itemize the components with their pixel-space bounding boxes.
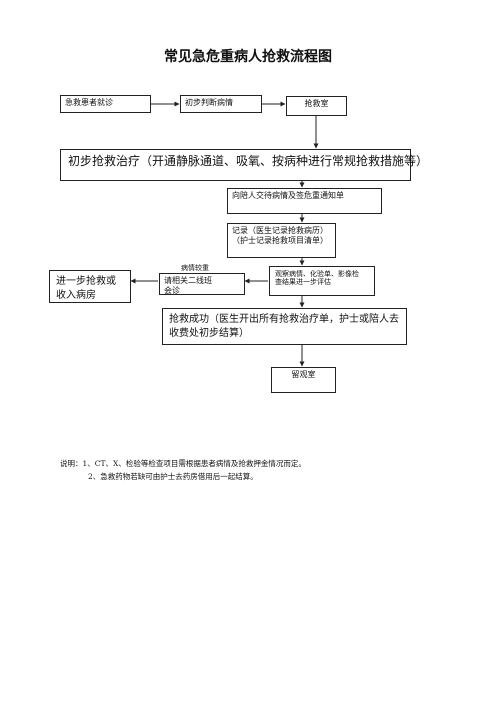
box-rescue-success: 抢救成功（医生开出所有抢救治疗单，护士或陪人去 收费处初步结算）: [162, 308, 407, 345]
box-consultation: 请相关二线班 会诊: [159, 273, 245, 295]
box-emergency-visit: 急救患者就诊: [60, 95, 151, 113]
box-rescue-room: 抢救室: [286, 96, 347, 116]
box-records: 记录（医生记录抢救病历） （护士记录抢救项目清单）: [227, 223, 336, 258]
edge-label-condition: 病情较重: [181, 264, 209, 272]
box-initial-diagnosis: 初步判断病情: [180, 95, 262, 113]
box-admit-ward: 进一步抢救或 收入病房: [49, 270, 131, 303]
box-notify-family: 向陪人交待病情及签危重通知单: [227, 188, 382, 214]
box-observe-evaluate: 观察病情、化验单、影像检 查结果进一步评估: [269, 266, 375, 296]
note-line-1: 说明：1、CT、X、检验等检查项目需根据患者病情及抢救押金情况而定。: [60, 459, 306, 468]
box-initial-treatment: 初步抢救治疗（开通静脉通道、吸氧、按病种进行常规抢救措施等）: [60, 149, 428, 181]
page-title: 常见急危重病人抢救流程图: [164, 49, 332, 65]
note-line-2: 2、急救药物若缺可由护士去药房借用后一起结算。: [88, 472, 258, 481]
box-observation-room: 留观室: [271, 367, 336, 393]
